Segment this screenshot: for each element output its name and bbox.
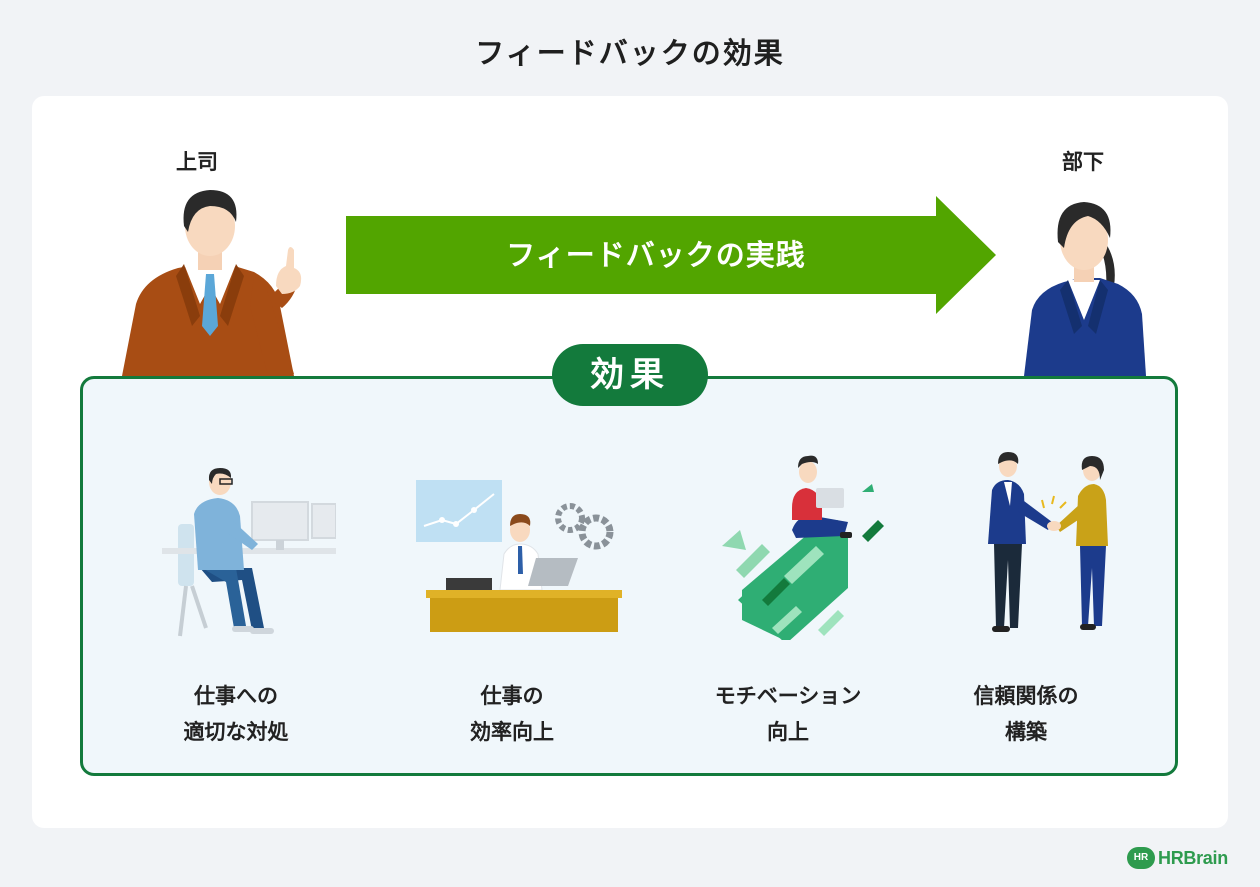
- desk-worker-illustration: [162, 468, 336, 637]
- effect-label-line2: 効率向上: [470, 720, 554, 744]
- effects-heading: 効果: [552, 344, 708, 406]
- effect-item: 仕事の 効率向上: [392, 450, 632, 750]
- efficiency-illustration: [416, 480, 622, 632]
- effect-label-line1: 仕事の: [480, 684, 544, 708]
- subordinate-label: 部下: [1062, 150, 1104, 174]
- motivation-arrows-illustration: [722, 455, 884, 640]
- effect-label-line1: 信頼関係の: [973, 684, 1079, 708]
- feedback-arrow-label-wrap: フィードバックの実践: [346, 196, 998, 314]
- effect-label-line2: 構築: [1005, 720, 1047, 744]
- subordinate-illustration: [1024, 202, 1146, 376]
- effect-label-line2: 向上: [767, 720, 809, 744]
- feedback-arrow-label: フィードバックの実践: [506, 238, 806, 272]
- boss-illustration: [122, 190, 302, 376]
- logo-text: HRBrain: [1158, 847, 1228, 868]
- handshake-illustration: [988, 452, 1108, 632]
- effect-item: 信頼関係の 構築: [906, 450, 1146, 750]
- logo-badge: HR: [1127, 847, 1155, 869]
- effect-item: 仕事への 適切な対処: [116, 450, 356, 750]
- effect-label-line1: モチベーション: [714, 684, 862, 708]
- effect-item: モチベーション 向上: [668, 450, 908, 750]
- page-title: フィードバックの効果: [475, 36, 785, 70]
- hrbrain-logo: HR HRBrain: [1127, 846, 1228, 870]
- effect-label-line2: 適切な対処: [183, 720, 289, 744]
- boss-label: 上司: [176, 150, 218, 174]
- feedback-arrow: [346, 196, 996, 314]
- effect-label-line1: 仕事への: [194, 684, 278, 708]
